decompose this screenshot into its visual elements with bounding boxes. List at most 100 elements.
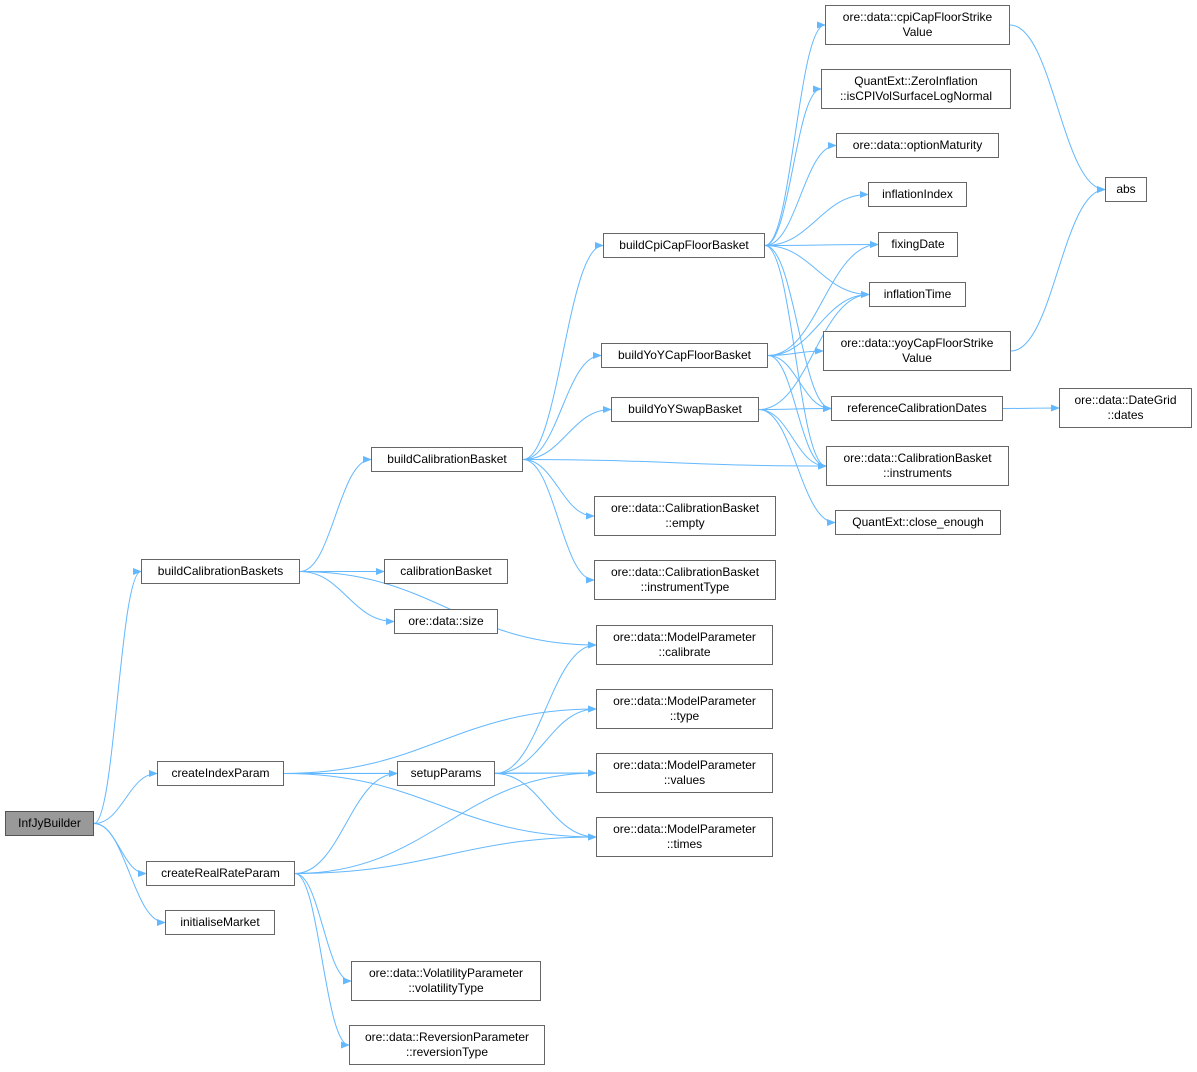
edge-n_crp-to-n_vt (294, 873, 352, 985)
node-optionmaturity[interactable]: ore::data::optionMaturity (836, 133, 999, 158)
edge-n_byoyc-to-n_yoys (767, 347, 824, 356)
node-label-line: ::isCPIVolSurfaceLogNormal (839, 89, 993, 103)
node-buildcalibrationbaskets[interactable]: buildCalibrationBaskets (141, 559, 300, 584)
node-label-line: ore::data::VolatilityParameter (368, 966, 524, 980)
edge-n_bcpi-to-n_fix (764, 240, 879, 249)
edge-n_bcb-to-n_byoyc (522, 351, 602, 460)
node-createrealrateparam[interactable]: createRealRateParam (146, 861, 295, 886)
node-label-line: ::type (669, 709, 700, 723)
node-calibrationbasket-instruments[interactable]: ore::data::CalibrationBasket::instrument… (826, 446, 1009, 486)
node-label-line: QuantExt::close_enough (852, 515, 984, 529)
node-label-line: initialiseMarket (180, 915, 260, 929)
node-close-enough[interactable]: QuantExt::close_enough (835, 510, 1001, 535)
edge-n_byoyc-to-n_inft (767, 290, 870, 356)
edge-n_sp-to-n_times (494, 773, 597, 841)
node-zeroinflation-iscpivolsurfacelognormal[interactable]: QuantExt::ZeroInflation::isCPIVolSurface… (821, 69, 1011, 109)
edge-n_bcb-to-n_byoys (522, 405, 612, 460)
node-createindexparam[interactable]: createIndexParam (157, 761, 284, 786)
node-referencecalibrationdates[interactable]: referenceCalibrationDates (831, 396, 1003, 421)
node-label-line: ore::data::ModelParameter (613, 694, 756, 708)
edge-n_crp-to-n_times (294, 833, 597, 874)
node-label-line: abs (1116, 182, 1136, 196)
node-label-line: Value (902, 351, 932, 365)
node-label-line: ::instrumentType (640, 580, 730, 594)
node-initialisemarket[interactable]: initialiseMarket (165, 910, 275, 935)
node-modelparameter-times[interactable]: ore::data::ModelParameter::times (596, 817, 773, 857)
node-buildyoycapfloorbasket[interactable]: buildYoYCapFloorBasket (601, 343, 768, 368)
node-label-line: ::times (666, 837, 703, 851)
node-infjybuilder: InfJyBuilder (5, 811, 94, 836)
edge-n_byoys-to-n_inst (758, 409, 827, 470)
node-fixingdate[interactable]: fixingDate (878, 232, 958, 257)
edge-n_bcpi-to-n_optm (764, 141, 837, 246)
edge-n_byoys-to-n_rcd (758, 404, 832, 413)
node-label-line: QuantExt::ZeroInflation (854, 74, 978, 88)
node-ore-data-size[interactable]: ore::data::size (394, 609, 498, 634)
node-label-line: buildCalibrationBasket (387, 452, 507, 466)
edge-n_byoyc-to-n_fix (767, 240, 879, 356)
edge-n_bcb-to-n_empty (522, 459, 595, 520)
node-buildcalibrationbasket[interactable]: buildCalibrationBasket (371, 447, 523, 472)
edge-n_sp-to-n_type (494, 705, 597, 774)
edge-n_bcpi-to-n_inst (764, 245, 827, 470)
edge-n_root-to-n_im (93, 823, 166, 927)
node-dategrid-dates[interactable]: ore::data::DateGrid::dates (1059, 388, 1192, 428)
edge-n_bcbs-to-n_size (299, 571, 395, 626)
node-calibrationbasket-instrumenttype[interactable]: ore::data::CalibrationBasket::instrument… (594, 560, 776, 600)
edge-n_bcb-to-n_itype (522, 459, 595, 584)
edge-n_bcb-to-n_inst (522, 459, 827, 470)
node-label-line: ore::data::CalibrationBasket (843, 451, 992, 465)
node-inflationindex[interactable]: inflationIndex (868, 182, 967, 207)
edge-n_byoyc-to-n_rcd (767, 355, 832, 413)
edge-n_bcbs-to-n_calib (299, 571, 597, 649)
node-modelparameter-calibrate[interactable]: ore::data::ModelParameter::calibrate (596, 625, 773, 665)
node-label-line: fixingDate (891, 237, 945, 251)
node-label-line: ore::data::ModelParameter (613, 822, 756, 836)
node-label-line: referenceCalibrationDates (847, 401, 987, 415)
edge-n_sp-to-n_values (494, 769, 597, 777)
node-label-line: ore::data::optionMaturity (852, 138, 983, 152)
edge-n_bcpi-to-n_rcd (764, 245, 832, 413)
edge-n_bcpi-to-n_cpis (764, 21, 826, 246)
node-label-line: ore::data::cpiCapFloorStrike (842, 10, 993, 24)
node-label-line: Value (902, 25, 933, 39)
edge-n_crp-to-n_rt (294, 873, 350, 1049)
node-label-line: ore::data::ModelParameter (613, 758, 756, 772)
edge-n_crp-to-n_sp (294, 769, 398, 874)
node-abs[interactable]: abs (1105, 177, 1147, 202)
node-label-line: InfJyBuilder (18, 816, 81, 830)
edge-n_byoys-to-n_close (758, 409, 836, 527)
node-label-line: ::reversionType (405, 1045, 489, 1059)
node-label-line: ore::data::size (408, 614, 484, 628)
node-volatilityparameter-volatilitytype[interactable]: ore::data::VolatilityParameter::volatili… (351, 961, 541, 1001)
edge-n_bcb-to-n_bcpi (522, 241, 604, 460)
edge-n_root-to-n_bcbs (93, 567, 142, 824)
node-label-line: inflationTime (883, 287, 952, 301)
node-label-line: ::instruments (883, 466, 952, 480)
node-reversionparameter-reversiontype[interactable]: ore::data::ReversionParameter::reversion… (349, 1025, 545, 1065)
node-modelparameter-values[interactable]: ore::data::ModelParameter::values (596, 753, 773, 793)
edge-n_bcbs-to-n_bcb (299, 455, 372, 572)
edge-n_bcpi-to-n_zero (764, 85, 822, 246)
node-setupparams[interactable]: setupParams (397, 761, 495, 786)
node-label-line: ore::data::yoyCapFloorStrike (840, 336, 994, 350)
node-calibrationbasket-empty[interactable]: ore::data::CalibrationBasket::empty (594, 496, 776, 536)
node-label-line: ::empty (665, 516, 705, 530)
node-label-line: ::dates (1107, 408, 1144, 422)
node-label-line: ore::data::CalibrationBasket (610, 565, 760, 579)
edge-n_rcd-to-n_dates (1002, 404, 1060, 412)
node-label-line: inflationIndex (882, 187, 953, 201)
node-label-line: ore::data::ModelParameter (613, 630, 756, 644)
node-inflationtime[interactable]: inflationTime (869, 282, 966, 307)
edge-n_root-to-n_crp (93, 823, 147, 878)
node-label-line: ::calibrate (658, 645, 711, 659)
edge-n_root-to-n_cip (93, 769, 158, 824)
node-calibrationbasket[interactable]: calibrationBasket (384, 559, 508, 584)
node-modelparameter-type[interactable]: ore::data::ModelParameter::type (596, 689, 773, 729)
node-label-line: ::values (663, 773, 706, 787)
node-buildyoyswapbasket[interactable]: buildYoYSwapBasket (611, 397, 759, 422)
edge-n_yoys-to-n_abs (1010, 185, 1106, 352)
node-buildcpicapfloorbasket[interactable]: buildCpiCapFloorBasket (603, 233, 765, 258)
